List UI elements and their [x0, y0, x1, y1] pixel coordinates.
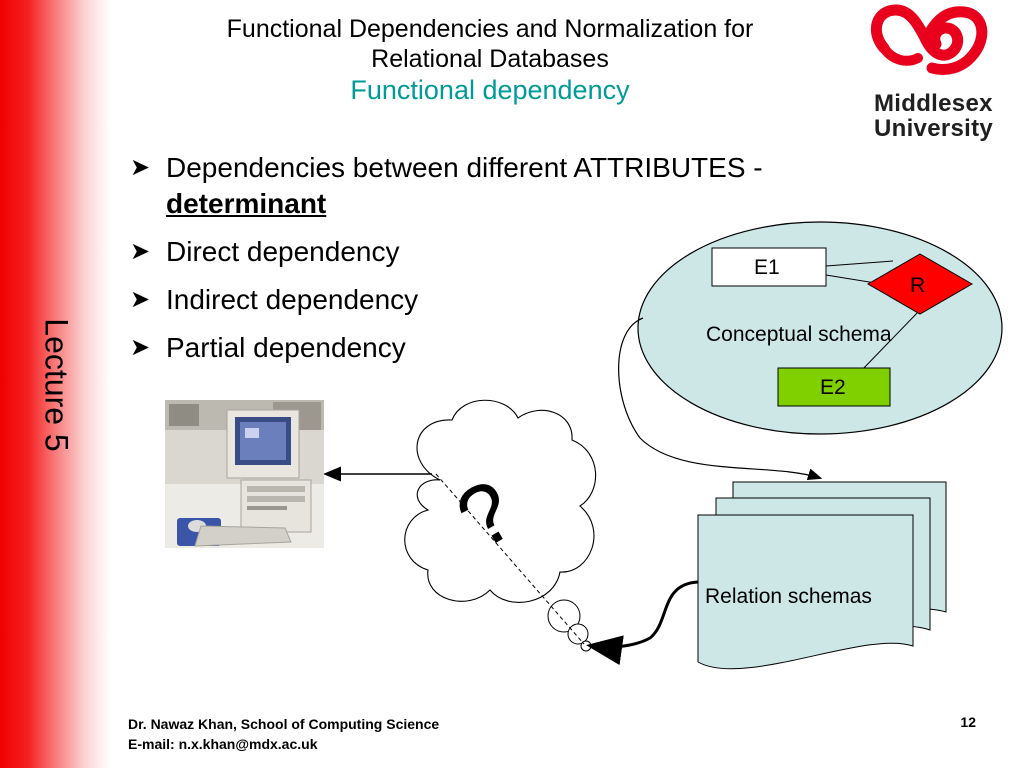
logo-mark-icon: [870, 4, 988, 75]
entity-e1-box: [711, 247, 827, 287]
arrow-to-cloud: [586, 580, 699, 666]
logo-word-middlesex: Middlesex: [874, 90, 993, 117]
side-band: [0, 0, 110, 768]
logo-word-university: University: [874, 115, 994, 142]
mapping-arrow: [618, 317, 823, 481]
relationship-r-label: R: [910, 274, 926, 297]
title-line-1: Functional Dependencies and Normalizatio…: [226, 15, 754, 43]
conceptual-schema-label: Conceptual schema: [706, 323, 892, 346]
dashed-link: [435, 473, 585, 645]
relation-page-front: [697, 514, 914, 670]
entity-e1-label: E1: [754, 256, 780, 279]
bullet-item: ➤ Direct dependency: [130, 234, 920, 270]
arrow-bullet-icon: ➤: [130, 334, 151, 361]
bullet-text: Dependencies between different ATTRIBUTE…: [166, 152, 763, 183]
thought-cloud: [404, 399, 597, 603]
arrow-bullet-icon: ➤: [130, 238, 151, 265]
bullet-list: ➤ Dependencies between different ATTRIBU…: [130, 150, 920, 378]
bullet-text: Indirect dependency: [166, 284, 419, 315]
computer-icon: [165, 400, 324, 548]
e1-r-connector: [825, 260, 894, 267]
university-logo: Middlesex University: [862, 2, 1002, 144]
r-e2-connector: [859, 309, 921, 373]
entity-e2-label: E2: [820, 376, 846, 399]
bullet-text: Direct dependency: [166, 236, 400, 267]
arrow-bullet-icon: ➤: [130, 286, 151, 313]
bullet-text: Partial dependency: [166, 332, 406, 363]
entity-e2-box: [777, 367, 891, 407]
bullet-emphasis: determinant: [166, 188, 327, 219]
bullet-item: ➤ Dependencies between different ATTRIBU…: [130, 150, 920, 222]
bullet-item: ➤ Indirect dependency: [130, 282, 920, 318]
thought-bubble: [567, 623, 589, 645]
footer-email-line: E-mail: n.x.khan@mdx.ac.uk: [128, 736, 318, 752]
footer-author-line: Dr. Nawaz Khan, School of Computing Scie…: [128, 716, 440, 732]
relationship-r-diamond: [866, 253, 974, 315]
bullet-item: ➤ Partial dependency: [130, 330, 920, 366]
thought-bubble: [580, 640, 592, 652]
arrow-bullet-icon: ➤: [130, 154, 151, 181]
slide-title: Functional Dependencies and Normalizatio…: [150, 14, 830, 106]
page-number: 12: [960, 714, 976, 730]
footer-author: Dr. Nawaz Khan, School of Computing Scie…: [128, 714, 439, 754]
relation-schemas-label: Relation schemas: [705, 585, 872, 608]
thought-bubble: [547, 599, 581, 633]
title-line-2: Relational Databases: [371, 45, 609, 73]
slide-subtitle: Functional dependency: [350, 75, 630, 105]
